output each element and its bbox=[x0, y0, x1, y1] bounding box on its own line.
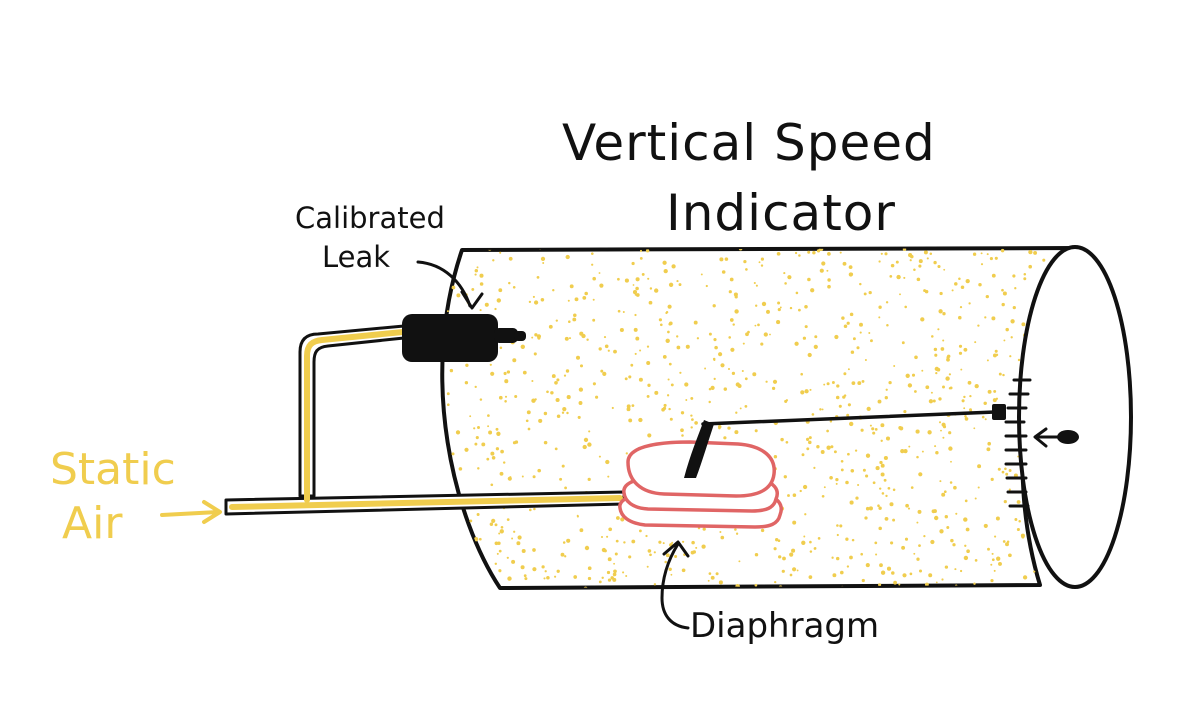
calibrated-leak-fitting bbox=[402, 314, 526, 362]
title-line-2: Indicator bbox=[666, 184, 896, 242]
instrument-face bbox=[1017, 245, 1133, 589]
static-air-arrow bbox=[160, 500, 222, 524]
calibrated-leak-arrow bbox=[416, 260, 484, 310]
calibrated-leak-label-line-2: Leak bbox=[322, 240, 391, 274]
static-air-line bbox=[224, 324, 626, 516]
static-air-label-line-2: Air bbox=[62, 498, 123, 549]
diaphragm-capsule bbox=[618, 440, 783, 529]
title-line-1: Vertical Speed bbox=[562, 114, 936, 172]
pointer-pivot bbox=[992, 404, 1006, 420]
diaphragm-link-arm bbox=[684, 420, 714, 478]
diaphragm-arrow bbox=[660, 540, 690, 630]
static-air-label-line-1: Static bbox=[50, 444, 176, 495]
diaphragm-label: Diaphragm bbox=[690, 606, 880, 646]
scale-ticks bbox=[1004, 378, 1032, 508]
calibrated-leak-label-line-1: Calibrated bbox=[295, 201, 445, 235]
linkage-rod bbox=[701, 410, 997, 426]
instrument-case bbox=[440, 246, 1077, 590]
